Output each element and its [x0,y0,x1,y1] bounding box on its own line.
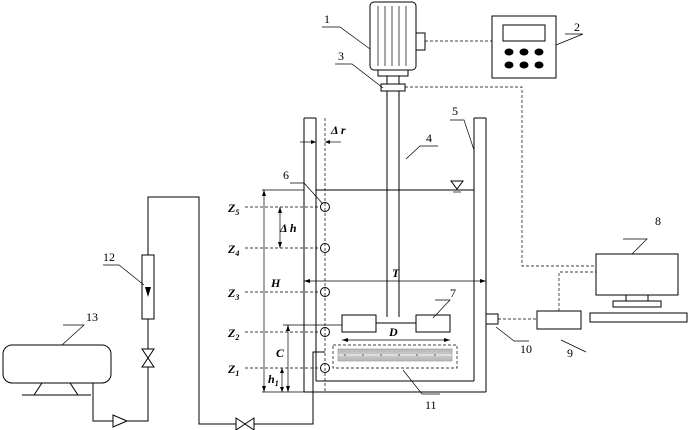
wall-electrode [485,313,499,325]
stirred-vessel [303,117,487,393]
z2-label: Z2 [227,326,239,342]
callout-10: 10 [520,342,532,356]
callout-3: 3 [338,49,344,63]
probe-labels: Z5 Z4 Z3 Z2 Z1 [227,201,239,378]
tracer-distributor [332,344,458,369]
probe-z2 [320,327,330,337]
delta-h-label: Δ h [279,221,297,235]
delta-h-dimension [278,207,282,248]
callout-8: 8 [655,214,661,228]
callout-9: 9 [567,346,573,360]
callout-7: 7 [450,286,456,300]
torque-sensor [380,83,406,92]
sensor-computer-cable [405,86,596,267]
speed-controller [491,15,557,79]
t-label: T [392,266,400,280]
impeller [341,314,451,333]
h-dimension [262,189,304,393]
tracer-piping [92,196,325,425]
callout-1: 1 [324,12,330,26]
callout-13: 13 [86,310,98,324]
flow-valve [141,348,155,368]
meter-computer-cable [558,271,596,311]
conductivity-probes [320,202,330,373]
c-dimension [283,324,342,392]
impeller-shaft [386,91,400,317]
d-label: D [388,325,398,339]
callout-11: 11 [425,398,437,412]
h1-dimension [280,368,284,392]
callout-numbers: 1 2 3 4 5 6 7 8 9 10 11 12 13 [86,12,661,412]
probe-z1 [320,363,330,373]
tracer-pump [2,344,112,396]
h-label: H [270,276,281,290]
callout-12: 12 [103,250,115,264]
callout-leaders [61,26,648,395]
h1-label: h1 [268,372,279,388]
liquid-surface [316,180,474,193]
d-dimension [342,338,450,342]
inlet-valve [235,417,255,430]
z3-label: Z3 [227,286,239,302]
conductivity-meter [536,310,582,330]
callout-5: 5 [452,104,458,118]
check-valve [112,414,129,428]
z4-label: Z4 [227,242,239,258]
motor [369,1,426,84]
callout-2: 2 [574,20,580,34]
c-label: C [276,346,285,360]
probe-z5 [320,202,330,212]
callout-6: 6 [283,168,289,182]
z1-label: Z1 [227,362,239,378]
delta-r-label: Δ r [330,123,346,137]
probe-z3 [320,287,330,297]
callout-4: 4 [426,131,432,145]
z5-label: Z5 [227,201,239,217]
t-dimension [304,279,486,283]
probe-z4 [320,243,330,253]
rotameter [141,254,155,320]
computer [589,253,688,323]
probe-level-ticks [245,206,320,369]
delta-r-dimension [300,140,341,144]
